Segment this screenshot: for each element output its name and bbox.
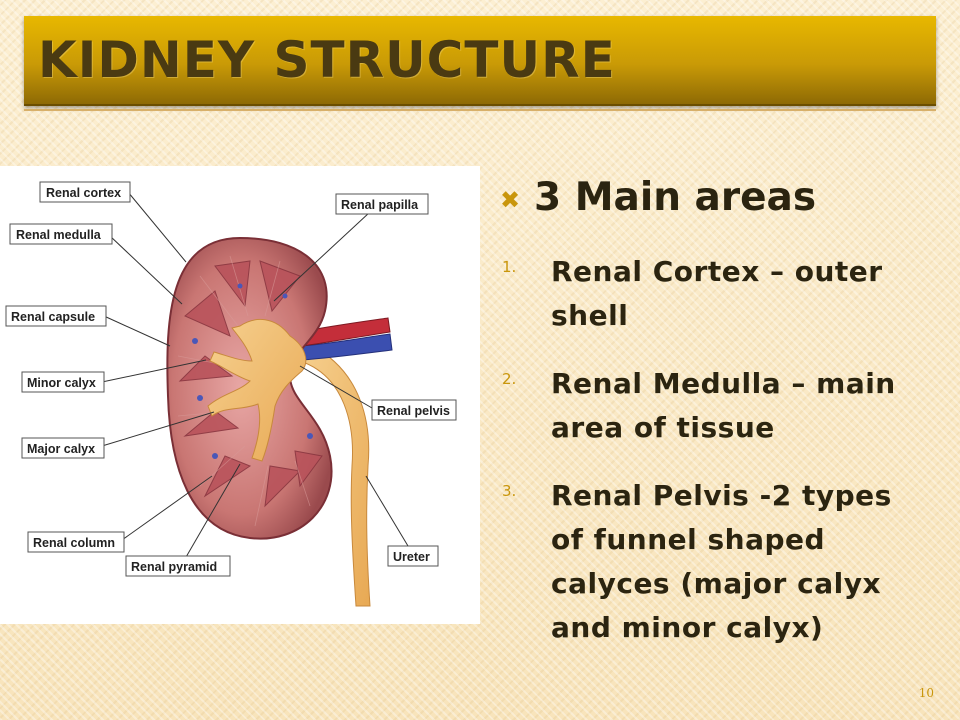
svg-text:Renal capsule: Renal capsule [11,310,95,324]
kidney-illustration: Renal cortex Renal medulla Renal capsule… [5,181,457,607]
svg-text:Renal pyramid: Renal pyramid [131,560,217,574]
label-renal-medulla: Renal medulla [9,223,113,245]
svg-text:Renal cortex: Renal cortex [46,186,121,200]
x-bullet-icon: ✖ [500,186,521,214]
list-number: 2. [502,370,517,388]
label-renal-pyramid: Renal pyramid [125,555,231,577]
renal-artery [299,317,391,347]
label-minor-calyx: Minor calyx [21,371,105,393]
label-renal-papilla: Renal papilla [335,193,429,215]
label-ureter: Ureter [387,545,439,567]
svg-text:Major calyx: Major calyx [27,442,95,456]
label-renal-cortex: Renal cortex [39,181,131,203]
renal-vein [299,333,393,361]
label-renal-column: Renal column [27,531,125,553]
title-divider [24,109,936,111]
list-item-line: Renal Cortex – outer [551,255,883,288]
list-item-line: Renal Pelvis -2 types [551,479,892,512]
label-renal-pelvis: Renal pelvis [371,399,457,421]
list-item-line: shell [551,299,629,332]
title-bar: Kidney Structure [24,16,936,106]
list-item-line: calyces (major calyx [551,567,882,600]
svg-text:Minor calyx: Minor calyx [27,376,96,390]
ureter-tube [299,345,371,607]
label-major-calyx: Major calyx [21,437,105,459]
svg-text:Renal papilla: Renal papilla [341,198,419,212]
list-number: 3. [502,482,517,500]
label-renal-capsule: Renal capsule [5,305,107,327]
slide-title: Kidney Structure [38,31,616,89]
page-number: 10 [918,686,934,700]
list-item-line: area of tissue [551,411,775,444]
svg-text:Renal pelvis: Renal pelvis [377,404,450,418]
list-item-line: and minor calyx) [551,611,824,644]
svg-text:Ureter: Ureter [393,550,430,564]
renal-pelvis-shape [207,318,307,462]
main-heading: ✖3 Main areas [500,170,950,226]
list-item-line: Renal Medulla – main [551,367,896,400]
list-number: 1. [502,258,517,276]
svg-text:Renal medulla: Renal medulla [16,228,102,242]
kidney-diagram: Renal cortex Renal medulla Renal capsule… [0,166,480,624]
list-item-line: of funnel shaped [551,523,826,556]
svg-text:Renal column: Renal column [33,536,115,550]
